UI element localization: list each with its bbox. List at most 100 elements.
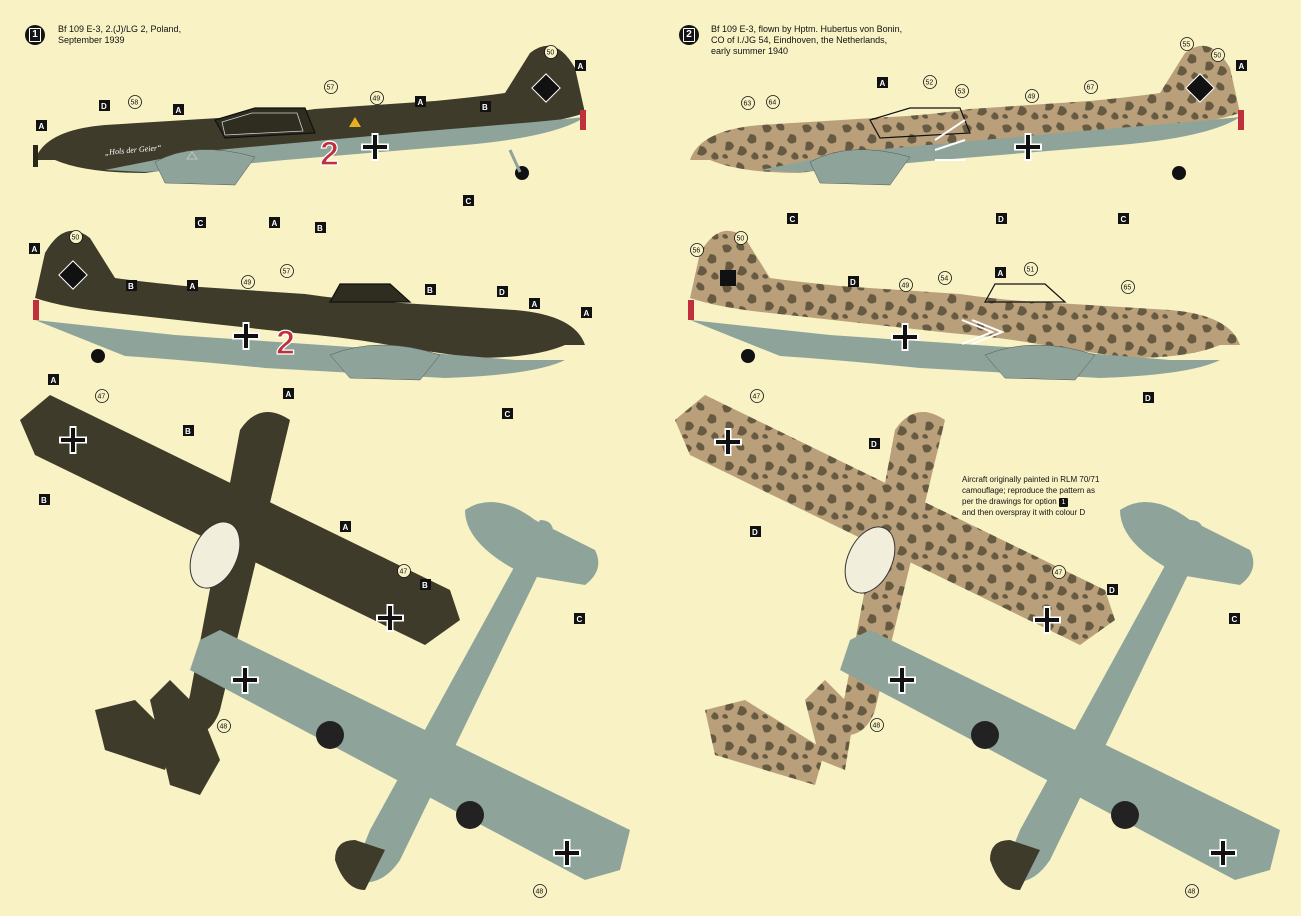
letter-marker: C [463,195,474,206]
letter-marker: C [1229,613,1240,624]
letter-marker: D [99,100,110,111]
svg-text:A: A [584,309,590,318]
callout: 47 [1052,565,1066,579]
callout: 50 [69,230,83,244]
note-line-2: camouflage; reproduce the pattern as [962,486,1095,495]
option-1-number: 1 [29,28,41,42]
svg-text:B: B [317,224,323,233]
callout: 49 [370,91,384,105]
callout: 57 [280,264,294,278]
svg-text:65: 65 [1124,285,1132,292]
letter-marker: C [1118,213,1129,224]
svg-text:C: C [466,197,472,206]
letter-marker: A [575,60,586,71]
svg-text:C: C [1232,615,1238,624]
callout: 65 [1121,280,1135,294]
callout: 58 [128,95,142,109]
svg-text:49: 49 [244,280,252,287]
callout: 51 [1024,262,1038,276]
option-2-caption: Bf 109 E-3, flown by Hptm. Hubertus von … [711,24,902,57]
svg-text:B: B [185,427,191,436]
svg-text:63: 63 [744,101,752,108]
svg-text:A: A [880,79,886,88]
svg-text:A: A [39,122,45,131]
svg-text:54: 54 [941,276,949,283]
callout: 50 [734,231,748,245]
svg-text:57: 57 [327,85,335,92]
option-2-caption-line-1: Bf 109 E-3, flown by Hptm. Hubertus von … [711,24,903,34]
letter-marker: D [996,213,1007,224]
svg-text:C: C [198,219,204,228]
svg-text:C: C [1121,215,1127,224]
svg-text:B: B [422,581,428,590]
letter-marker: B [183,425,194,436]
letter-marker: B [480,101,491,112]
svg-text:57: 57 [283,269,291,276]
letter-marker: A [187,280,198,291]
letter-marker: A [1236,60,1247,71]
letter-marker: A [283,388,294,399]
svg-text:D: D [1145,394,1151,403]
svg-text:48: 48 [536,889,544,896]
opt1-left-profile: 2 „Hols der Geier“ [33,45,586,186]
svg-text:52: 52 [926,80,934,87]
svg-text:D: D [752,528,758,537]
letter-marker: B [126,280,137,291]
option-2-number: 2 [683,28,695,42]
letter-marker: A [529,298,540,309]
svg-text:B: B [482,103,488,112]
svg-text:B: B [41,496,47,505]
note-option-ref-badge: 1 [1058,498,1068,507]
svg-text:67: 67 [1087,85,1095,92]
svg-text:A: A [272,219,278,228]
letter-marker: A [36,120,47,131]
svg-text:C: C [505,410,511,419]
letter-marker: A [581,307,592,318]
letter-marker: D [869,438,880,449]
callout: 57 [324,80,338,94]
letter-marker: D [750,526,761,537]
callout: 56 [690,243,704,257]
letter-marker: A [173,104,184,115]
option-2-paint-note: Aircraft originally painted in RLM 70/71… [962,474,1102,518]
callout: 63 [741,96,755,110]
svg-text:C: C [577,615,583,624]
opt2-bottom-view [840,502,1280,890]
svg-text:A: A [998,269,1004,278]
svg-text:D: D [998,215,1004,224]
svg-text:A: A [1239,62,1245,71]
callout: 67 [1084,80,1098,94]
svg-text:56: 56 [693,248,701,255]
note-line-3: per the drawings for option 1 [962,496,1102,507]
svg-text:A: A [32,245,38,254]
callout: 48 [1185,884,1199,898]
option-1-caption: Bf 109 E-3, 2.(J)/LG 2, Poland, Septembe… [58,24,181,46]
callout: 48 [533,884,547,898]
svg-text:47: 47 [1055,570,1063,577]
svg-text:48: 48 [1188,889,1196,896]
letter-marker: B [315,222,326,233]
svg-text:50: 50 [547,50,555,57]
letter-marker: B [420,579,431,590]
letter-marker: A [340,521,351,532]
svg-text:50: 50 [1214,53,1222,60]
svg-text:D: D [499,288,505,297]
letter-marker: C [574,613,585,624]
callout: 52 [923,75,937,89]
letter-marker: D [1107,584,1118,595]
svg-text:A: A [343,523,349,532]
svg-text:A: A [532,300,538,309]
option-2-badge: 2 [679,25,699,45]
opt1-left-fuselage-code: 2 [320,135,339,173]
letter-marker: C [195,217,206,228]
callout: 53 [955,84,969,98]
svg-text:D: D [871,440,877,449]
option-1-badge: 1 [25,25,45,45]
opt1-right-profile: 2 [33,230,585,381]
note-line-1: Aircraft originally painted in RLM 70/71 [962,475,1100,484]
color-letter-markers: A D A A B A C A B C A B A B D A A C A A … [29,60,1247,624]
svg-text:A: A [578,62,584,71]
callout: 54 [938,271,952,285]
opt2-right-profile [688,230,1240,381]
svg-text:47: 47 [98,394,106,401]
